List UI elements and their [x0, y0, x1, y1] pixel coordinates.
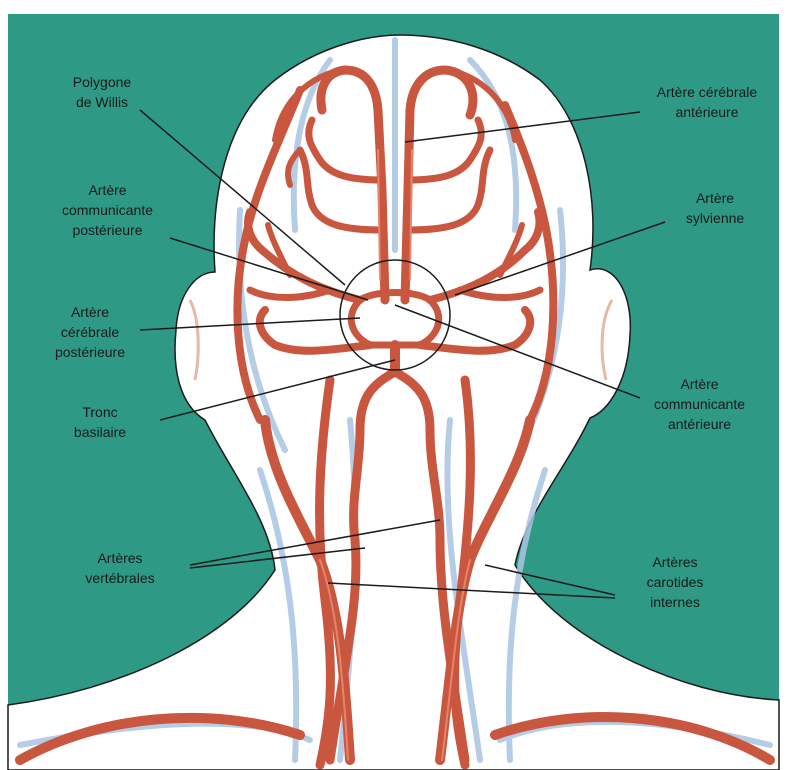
label-cerebrale-anterieure: Artère cérébrale antérieure — [632, 82, 782, 122]
label-communicante-posterieure: Artère communicante postérieure — [40, 180, 175, 240]
label-tronc-basilaire: Tronc basilaire — [50, 402, 150, 442]
label-carotides: Artères carotides internes — [620, 552, 730, 612]
label-polygone-willis: Polygone de Willis — [42, 72, 162, 112]
label-sylvienne: Artère sylvienne — [660, 188, 770, 228]
label-cerebrale-posterieure: Artère cérébrale postérieure — [35, 302, 145, 362]
label-communicante-anterieure: Artère communicante antérieure — [632, 374, 767, 434]
label-vertebrales: Artères vertébrales — [60, 548, 180, 588]
